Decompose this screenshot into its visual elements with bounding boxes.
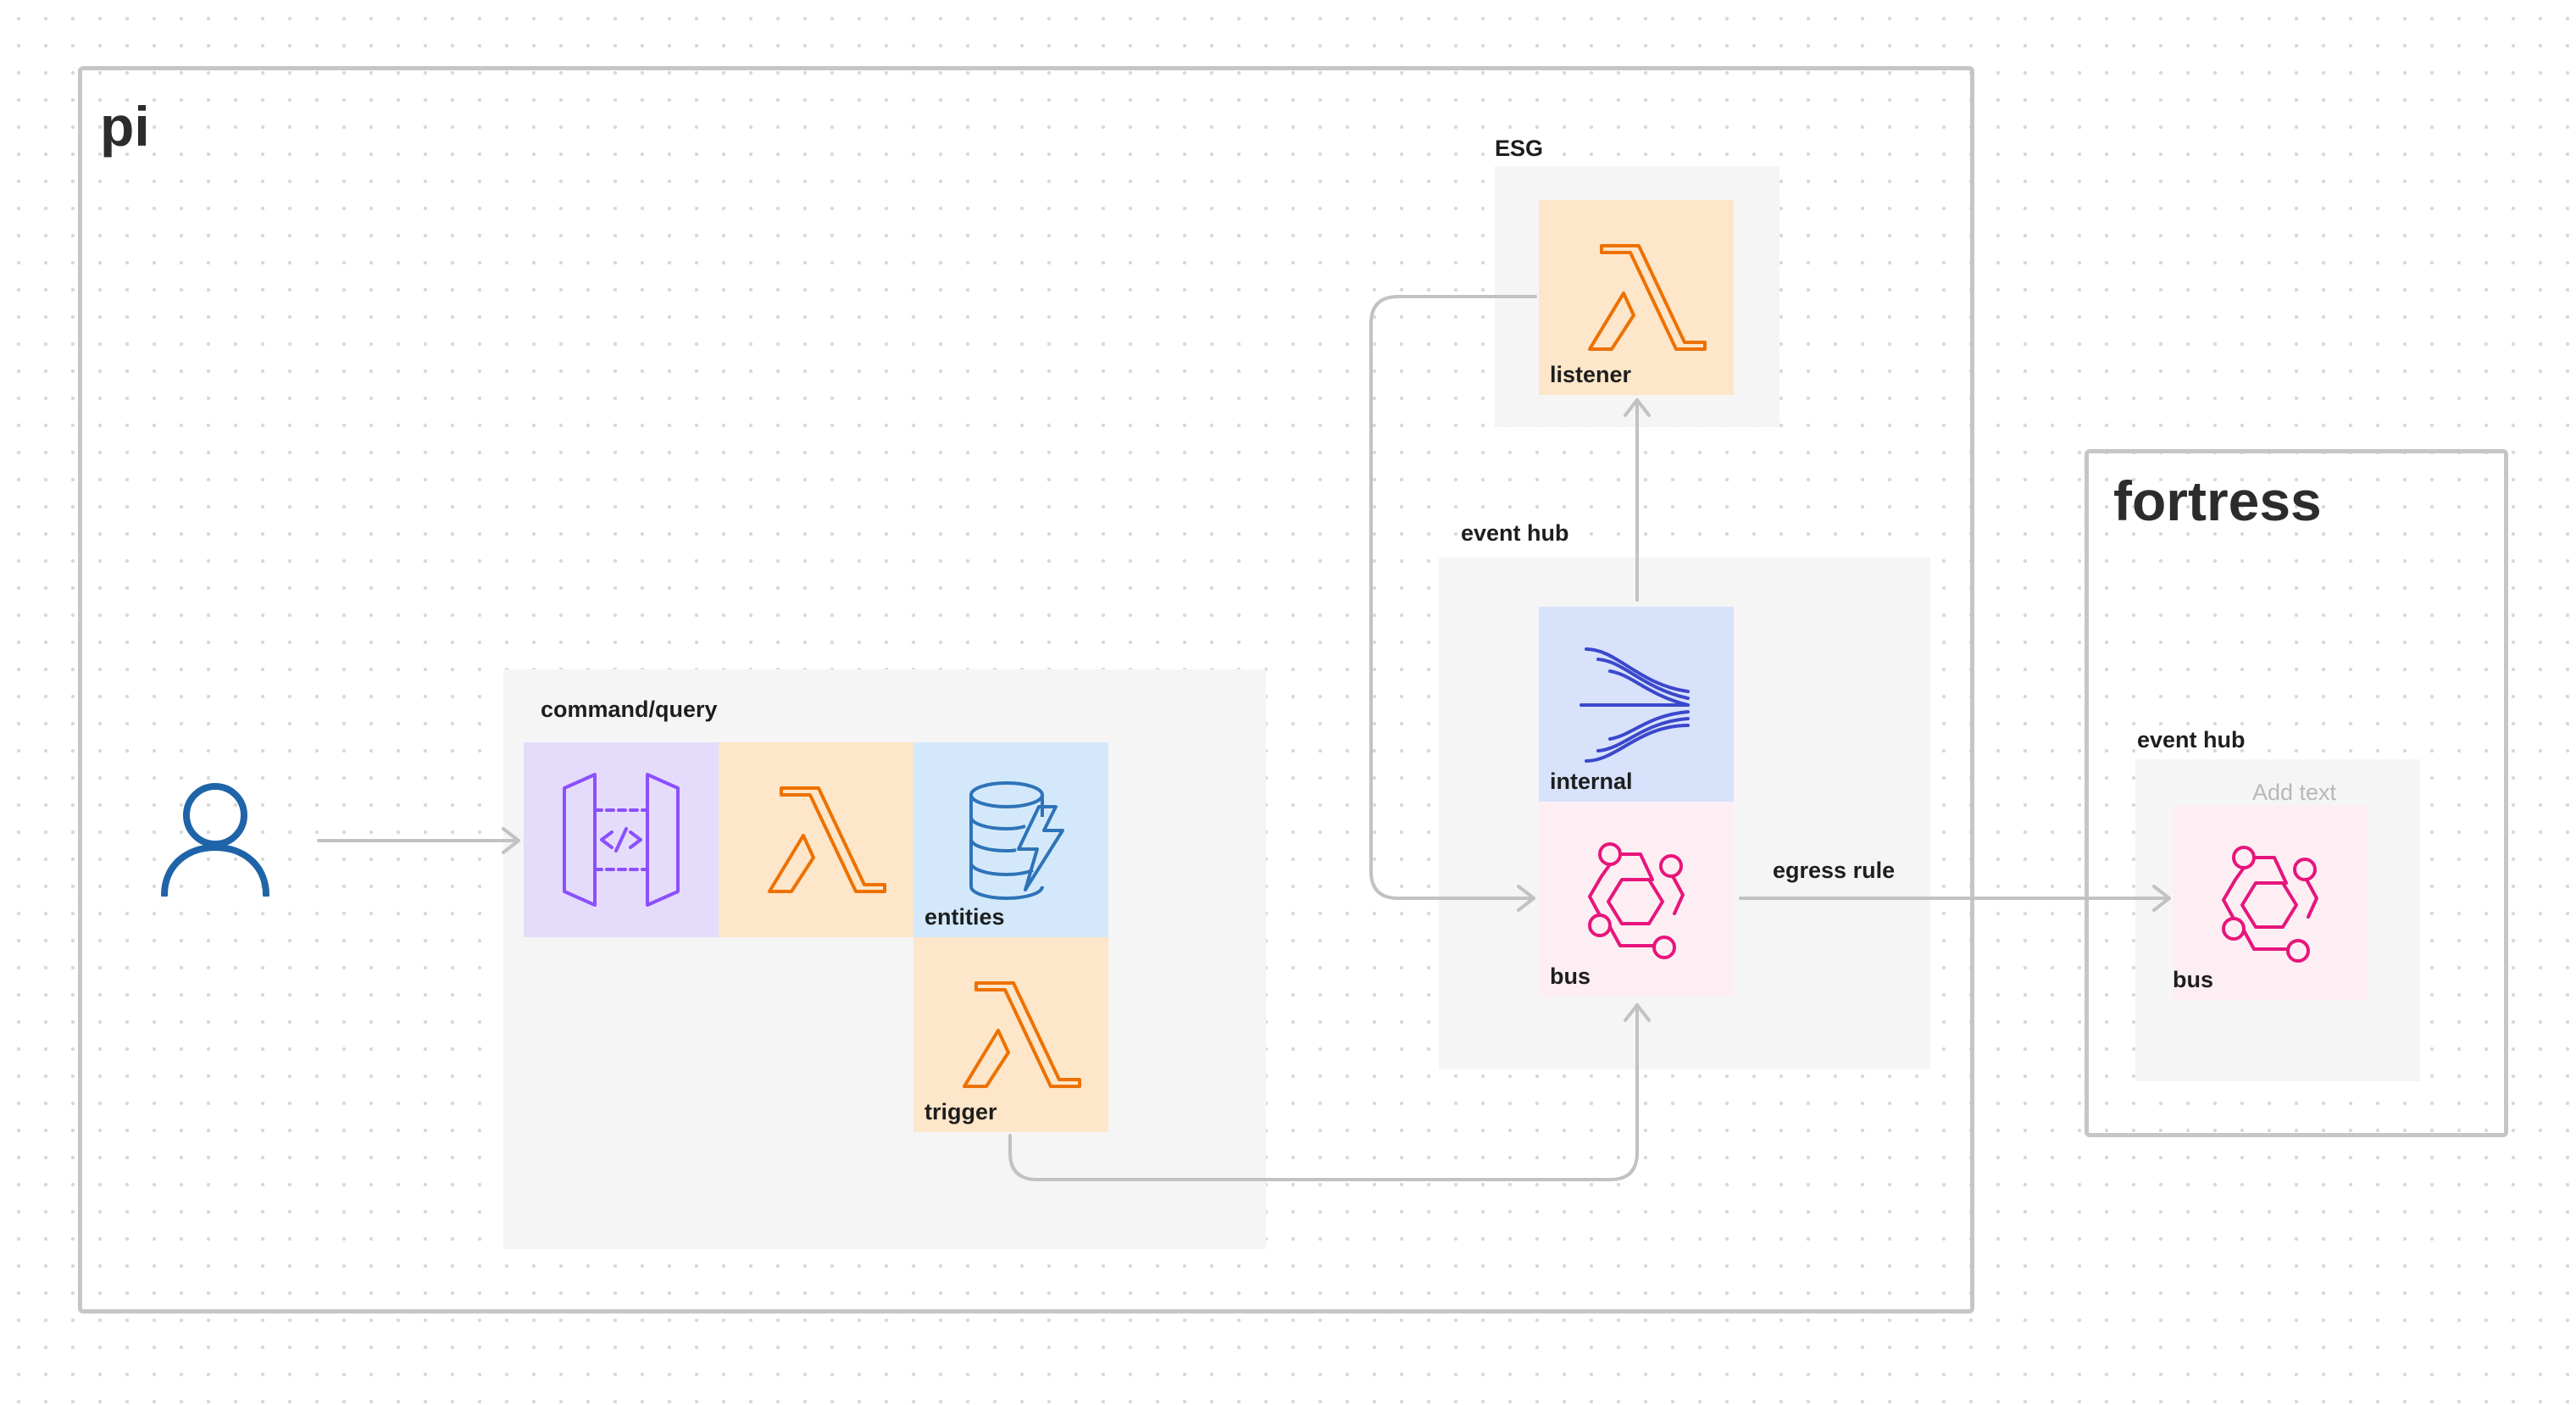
fortress-bus-tile[interactable]: bus	[2173, 805, 2368, 1000]
internal-tile[interactable]: internal	[1539, 607, 1734, 802]
api-gateway-tile[interactable]	[524, 742, 719, 937]
kinesis-stream-icon	[1579, 647, 1690, 763]
user-icon	[161, 783, 269, 898]
bus-label: bus	[1550, 964, 1591, 989]
frame-pi[interactable]	[78, 66, 1974, 1313]
listener-tile[interactable]: listener	[1539, 200, 1734, 395]
group-label-command-query: command/query	[541, 697, 718, 722]
trigger-tile[interactable]: trigger	[913, 937, 1108, 1132]
frame-title-pi: pi	[100, 95, 150, 158]
internal-label: internal	[1550, 769, 1633, 794]
group-label-event-hub-pi: event hub	[1461, 520, 1569, 546]
entities-tile[interactable]: entities	[913, 742, 1108, 937]
lambda-icon	[1588, 244, 1707, 351]
api-gateway-icon	[563, 773, 680, 907]
group-label-event-hub-fortress: event hub	[2137, 727, 2246, 752]
edge-label-egress-rule: egress rule	[1773, 858, 1896, 883]
frame-title-fortress: fortress	[2113, 469, 2322, 532]
lambda-icon	[768, 786, 886, 893]
add-text-placeholder[interactable]: Add text	[2252, 780, 2337, 805]
trigger-label: trigger	[924, 1099, 997, 1125]
bus-tile[interactable]: bus	[1539, 802, 1734, 997]
listener-label: listener	[1550, 362, 1632, 387]
group-label-esg: ESG	[1495, 136, 1544, 161]
eventbridge-icon	[2222, 846, 2318, 963]
lambda-icon	[963, 981, 1081, 1088]
dynamodb-icon	[969, 781, 1064, 900]
eventbridge-icon	[1588, 842, 1685, 959]
command-lambda-tile[interactable]	[719, 742, 913, 937]
user-node[interactable]	[158, 778, 273, 898]
entities-label: entities	[924, 904, 1005, 930]
frame-fortress[interactable]	[2085, 449, 2508, 1137]
fortress-bus-label: bus	[2173, 967, 2214, 992]
